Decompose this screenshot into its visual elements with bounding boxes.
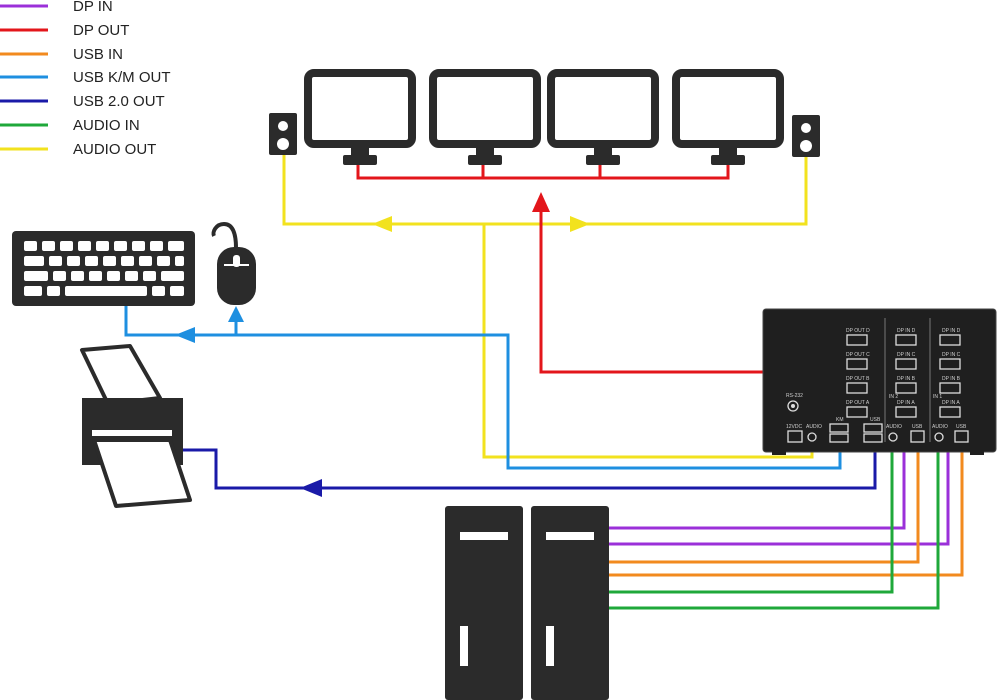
arrow-left-icon xyxy=(300,479,322,497)
arrow-left-icon xyxy=(175,327,195,343)
legend-label: USB 2.0 OUT xyxy=(73,93,165,110)
dp-in-cable-1 xyxy=(608,446,906,530)
usb-in-2-label: USB xyxy=(912,424,923,430)
dp-in-d-label: DP IN D xyxy=(942,328,961,334)
legend-item-dp-in: DP IN xyxy=(0,0,113,15)
dp-in-c-label: DP IN C xyxy=(942,352,961,358)
dp-in-a-label: DP IN A xyxy=(942,400,960,406)
in-2-label: IN 2 xyxy=(889,394,898,400)
dp-out-a-label: DP OUT A xyxy=(846,400,870,406)
cables xyxy=(124,155,964,610)
usb-in-1-port[interactable] xyxy=(954,430,969,443)
legend-item-usb-20-out: USB 2.0 OUT xyxy=(0,93,165,110)
legend: DP IN DP OUT USB IN USB K/M OUT USB 2.0 … xyxy=(0,0,171,158)
legend-item-audio-out: AUDIO OUT xyxy=(0,141,156,158)
usb-km-out-cable xyxy=(124,305,842,470)
computer-tower-1-icon xyxy=(445,506,523,700)
power-port[interactable] xyxy=(787,430,803,443)
audio-out-port[interactable] xyxy=(807,432,817,442)
usb-port-2[interactable] xyxy=(863,433,883,443)
monitor-1-icon xyxy=(304,69,416,165)
dp-out-b-label: DP OUT B xyxy=(846,376,870,382)
dp-out-bus xyxy=(356,165,730,180)
dp-out-c-label: DP OUT C xyxy=(846,352,870,358)
km-port-1[interactable] xyxy=(829,423,849,433)
legend-label: AUDIO OUT xyxy=(73,141,156,158)
legend-item-dp-out: DP OUT xyxy=(0,22,129,39)
audio-in-1-port[interactable] xyxy=(934,432,944,442)
legend-item-usb-in: USB IN xyxy=(0,46,123,63)
audio-out-cable xyxy=(282,155,808,226)
dp-in-b-port[interactable] xyxy=(939,382,961,394)
monitor-2-icon xyxy=(429,69,541,165)
monitor-3-icon xyxy=(547,69,659,165)
dp-in-c-port[interactable] xyxy=(895,358,917,370)
dp-in-d-label: DP IN D xyxy=(897,328,916,334)
legend-label: DP IN xyxy=(73,0,113,15)
arrow-up-icon xyxy=(532,192,550,212)
legend-item-usb-km-out: USB K/M OUT xyxy=(0,69,171,86)
power-label: 12VDC xyxy=(786,424,803,430)
mouse-icon xyxy=(211,221,256,305)
usb-20-out-cable xyxy=(183,446,877,490)
legend-item-audio-in: AUDIO IN xyxy=(0,117,140,134)
dp-out-b-port[interactable] xyxy=(846,382,868,394)
legend-label: AUDIO IN xyxy=(73,117,140,134)
legend-label: USB K/M OUT xyxy=(73,69,171,86)
dp-out-d-port[interactable] xyxy=(846,334,868,346)
legend-label: DP OUT xyxy=(73,22,129,39)
speaker-left-icon xyxy=(269,113,297,155)
usb-in-1-label: USB xyxy=(956,424,967,430)
keyboard-icon xyxy=(12,231,195,306)
usb-in-cable-1 xyxy=(608,446,920,564)
dp-in-b-label: DP IN B xyxy=(897,376,916,382)
dp-in-b-label: DP IN B xyxy=(942,376,961,382)
dp-in-a-port[interactable] xyxy=(939,406,961,418)
dp-out-c-port[interactable] xyxy=(846,358,868,370)
dp-in-b-port[interactable] xyxy=(895,382,917,394)
dp-out-a-port[interactable] xyxy=(846,406,868,418)
dp-in-a-port[interactable] xyxy=(895,406,917,418)
audio-in-cable-2 xyxy=(608,446,940,610)
dp-in-a-label: DP IN A xyxy=(897,400,915,406)
audio-in-2-port[interactable] xyxy=(888,432,898,442)
rs232-label: RS-232 xyxy=(786,393,803,399)
dp-in-d-port[interactable] xyxy=(895,334,917,346)
dp-in-c-port[interactable] xyxy=(939,358,961,370)
usb-label: USB xyxy=(870,417,881,423)
legend-label: USB IN xyxy=(73,46,123,63)
usb-port-1[interactable] xyxy=(863,423,883,433)
arrow-up-icon xyxy=(228,306,244,322)
dp-in-c-label: DP IN C xyxy=(897,352,916,358)
rs232-port[interactable] xyxy=(787,400,799,412)
audio-label: AUDIO xyxy=(806,424,822,430)
dp-out-d-label: DP OUT D xyxy=(846,328,870,334)
in-1-label: IN 1 xyxy=(933,394,942,400)
monitor-4-icon xyxy=(672,69,784,165)
dp-in-d-port[interactable] xyxy=(939,334,961,346)
printer-icon xyxy=(80,344,192,508)
audio-in-1-label: AUDIO xyxy=(932,424,948,430)
usb-in-2-port[interactable] xyxy=(910,430,925,443)
dp-out-cable xyxy=(539,200,830,374)
audio-in-2-label: AUDIO xyxy=(886,424,902,430)
speaker-right-icon xyxy=(792,115,820,157)
kvm-switch: DP OUT D DP OUT C DP OUT B DP OUT A DP I… xyxy=(762,308,997,455)
km-label: KM xyxy=(836,417,844,423)
arrow-right-icon xyxy=(570,216,590,232)
usb-in-cable-2 xyxy=(608,446,964,577)
audio-in-cable-1 xyxy=(608,446,894,594)
computer-tower-2-icon xyxy=(531,506,609,700)
dp-in-cable-2 xyxy=(608,446,950,546)
arrow-left-icon xyxy=(372,216,392,232)
km-port-2[interactable] xyxy=(829,433,849,443)
